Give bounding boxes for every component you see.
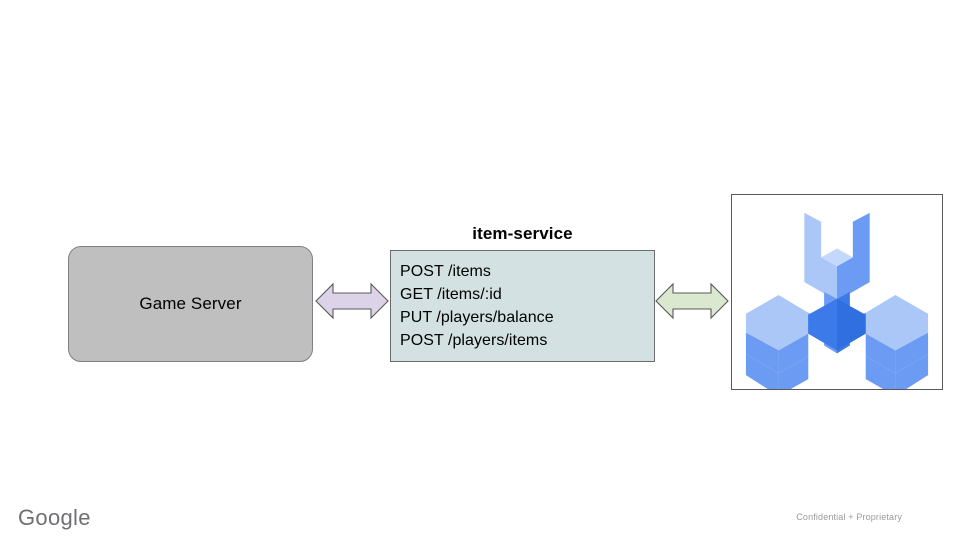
double-arrow-icon	[655, 282, 729, 320]
endpoint-item: GET /items/:id	[400, 286, 502, 303]
node-item-service[interactable]: POST /items GET /items/:id PUT /players/…	[390, 250, 655, 362]
google-logo: Google	[18, 505, 91, 530]
node-game-server-label: Game Server	[139, 293, 242, 313]
endpoint-list: POST /items GET /items/:id PUT /players/…	[400, 260, 654, 352]
node-game-server[interactable]: Game Server	[68, 246, 313, 362]
double-arrow-icon	[315, 282, 389, 320]
node-datastore-tool[interactable]	[731, 194, 943, 390]
endpoint-item: POST /items	[400, 263, 491, 280]
endpoint-item: PUT /players/balance	[400, 309, 554, 326]
isometric-wrench-icon	[745, 212, 929, 389]
endpoint-item: POST /players/items	[400, 332, 548, 349]
connector-item-service-to-datastore[interactable]	[655, 282, 729, 320]
confidentiality-note: Confidential + Proprietary	[796, 512, 902, 522]
connector-game-server-to-item-service[interactable]	[315, 282, 389, 320]
node-item-service-title: item-service	[472, 224, 573, 243]
